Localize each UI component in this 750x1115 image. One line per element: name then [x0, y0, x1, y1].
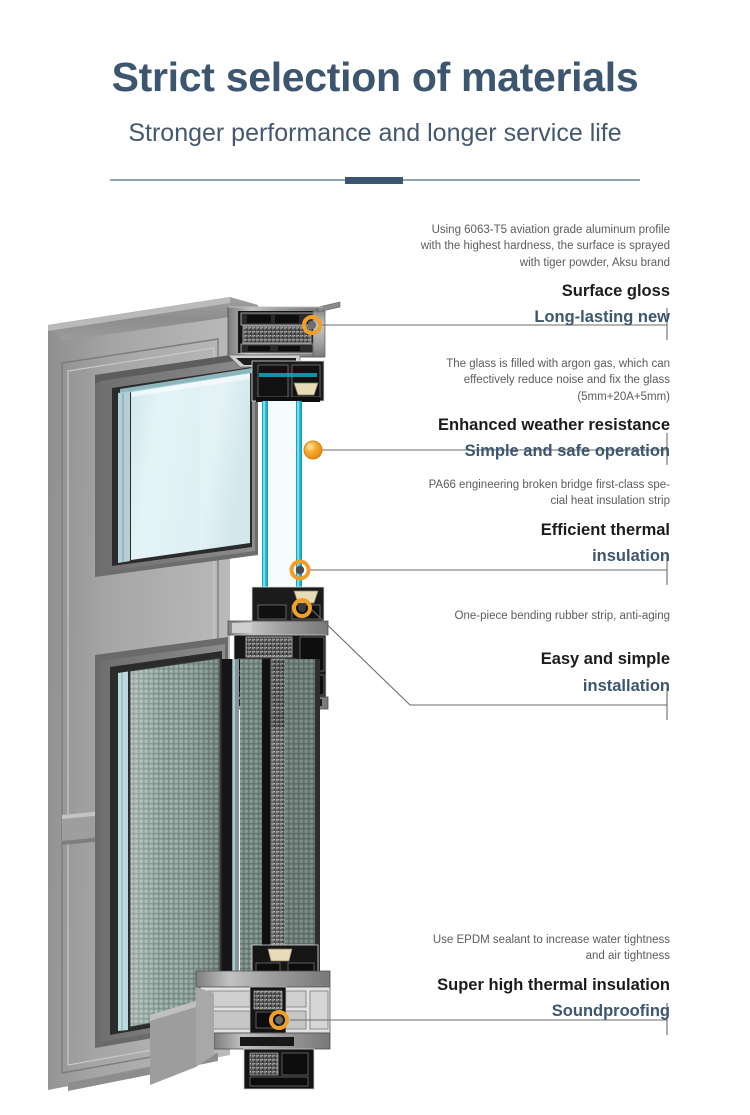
annotation-description: Use EPDM sealant to increase water tight… [432, 934, 670, 963]
marker-glass-edge [303, 440, 323, 460]
annotation-description: PA66 engineering broken bridge first-cla… [428, 479, 670, 508]
profile-upper-sash-head [251, 360, 325, 402]
annotation-highlight-blue: installation [582, 676, 670, 695]
page-subtitle: Stronger performance and longer service … [128, 119, 622, 147]
annotation-highlight-dark: Easy and simple [540, 650, 670, 669]
annotation-highlight-dark: Super high thermal insulation [437, 975, 670, 994]
page-header: Strict selection of materials Stronger p… [0, 0, 750, 200]
annotation-description: One-piece bending rubber strip, anti-agi… [454, 610, 670, 622]
marker-transom-lower [292, 598, 312, 618]
annotation-description: Using 6063-T5 aviation grade aluminum pr… [420, 224, 670, 269]
header-divider [110, 176, 640, 184]
marker-transom-upper [289, 559, 311, 581]
insulated-glass-unit-edge [262, 401, 302, 591]
annotation-highlight-dark: Surface gloss [561, 281, 670, 300]
annotation-highlight-dark: Efficient thermal [540, 520, 670, 539]
annotation-highlight-blue: Soundproofing [551, 1001, 670, 1020]
page-title: Strict selection of materials [111, 54, 639, 100]
aluminum-window-cutaway-illustration [0, 255, 360, 1110]
leader-line-1 [322, 308, 668, 340]
annotation-highlight-blue: insulation [592, 546, 670, 565]
marker-frame-head [302, 315, 322, 335]
profile-sill-section [150, 944, 331, 1090]
marker-sill-sealant [269, 1010, 289, 1030]
annotation-highlight-blue: Simple and safe operation [464, 442, 670, 461]
leader-line-4 [311, 609, 668, 720]
annotation-surface-finish: Using 6063-T5 aviation grade aluminum pr… [300, 222, 670, 329]
leader-line-3 [310, 553, 668, 585]
annotation-argon-glass: The glass is filled with argon gas, whic… [300, 356, 670, 463]
leader-line-5 [290, 1003, 668, 1035]
annotation-highlight-dark: Enhanced weather resistance [437, 415, 670, 434]
leader-line-2 [322, 433, 668, 465]
annotation-description: The glass is filled with argon gas, whic… [446, 358, 670, 403]
annotation-epdm-sealant: Use EPDM sealant to increase water tight… [300, 932, 670, 1022]
annotation-highlight-blue: Long-lasting new [534, 308, 670, 327]
divider-accent [345, 176, 403, 184]
annotation-thermal-break-strip: PA66 engineering broken bridge first-cla… [300, 477, 670, 567]
annotation-rubber-strip: One-piece bending rubber strip, anti-agi… [300, 608, 670, 697]
